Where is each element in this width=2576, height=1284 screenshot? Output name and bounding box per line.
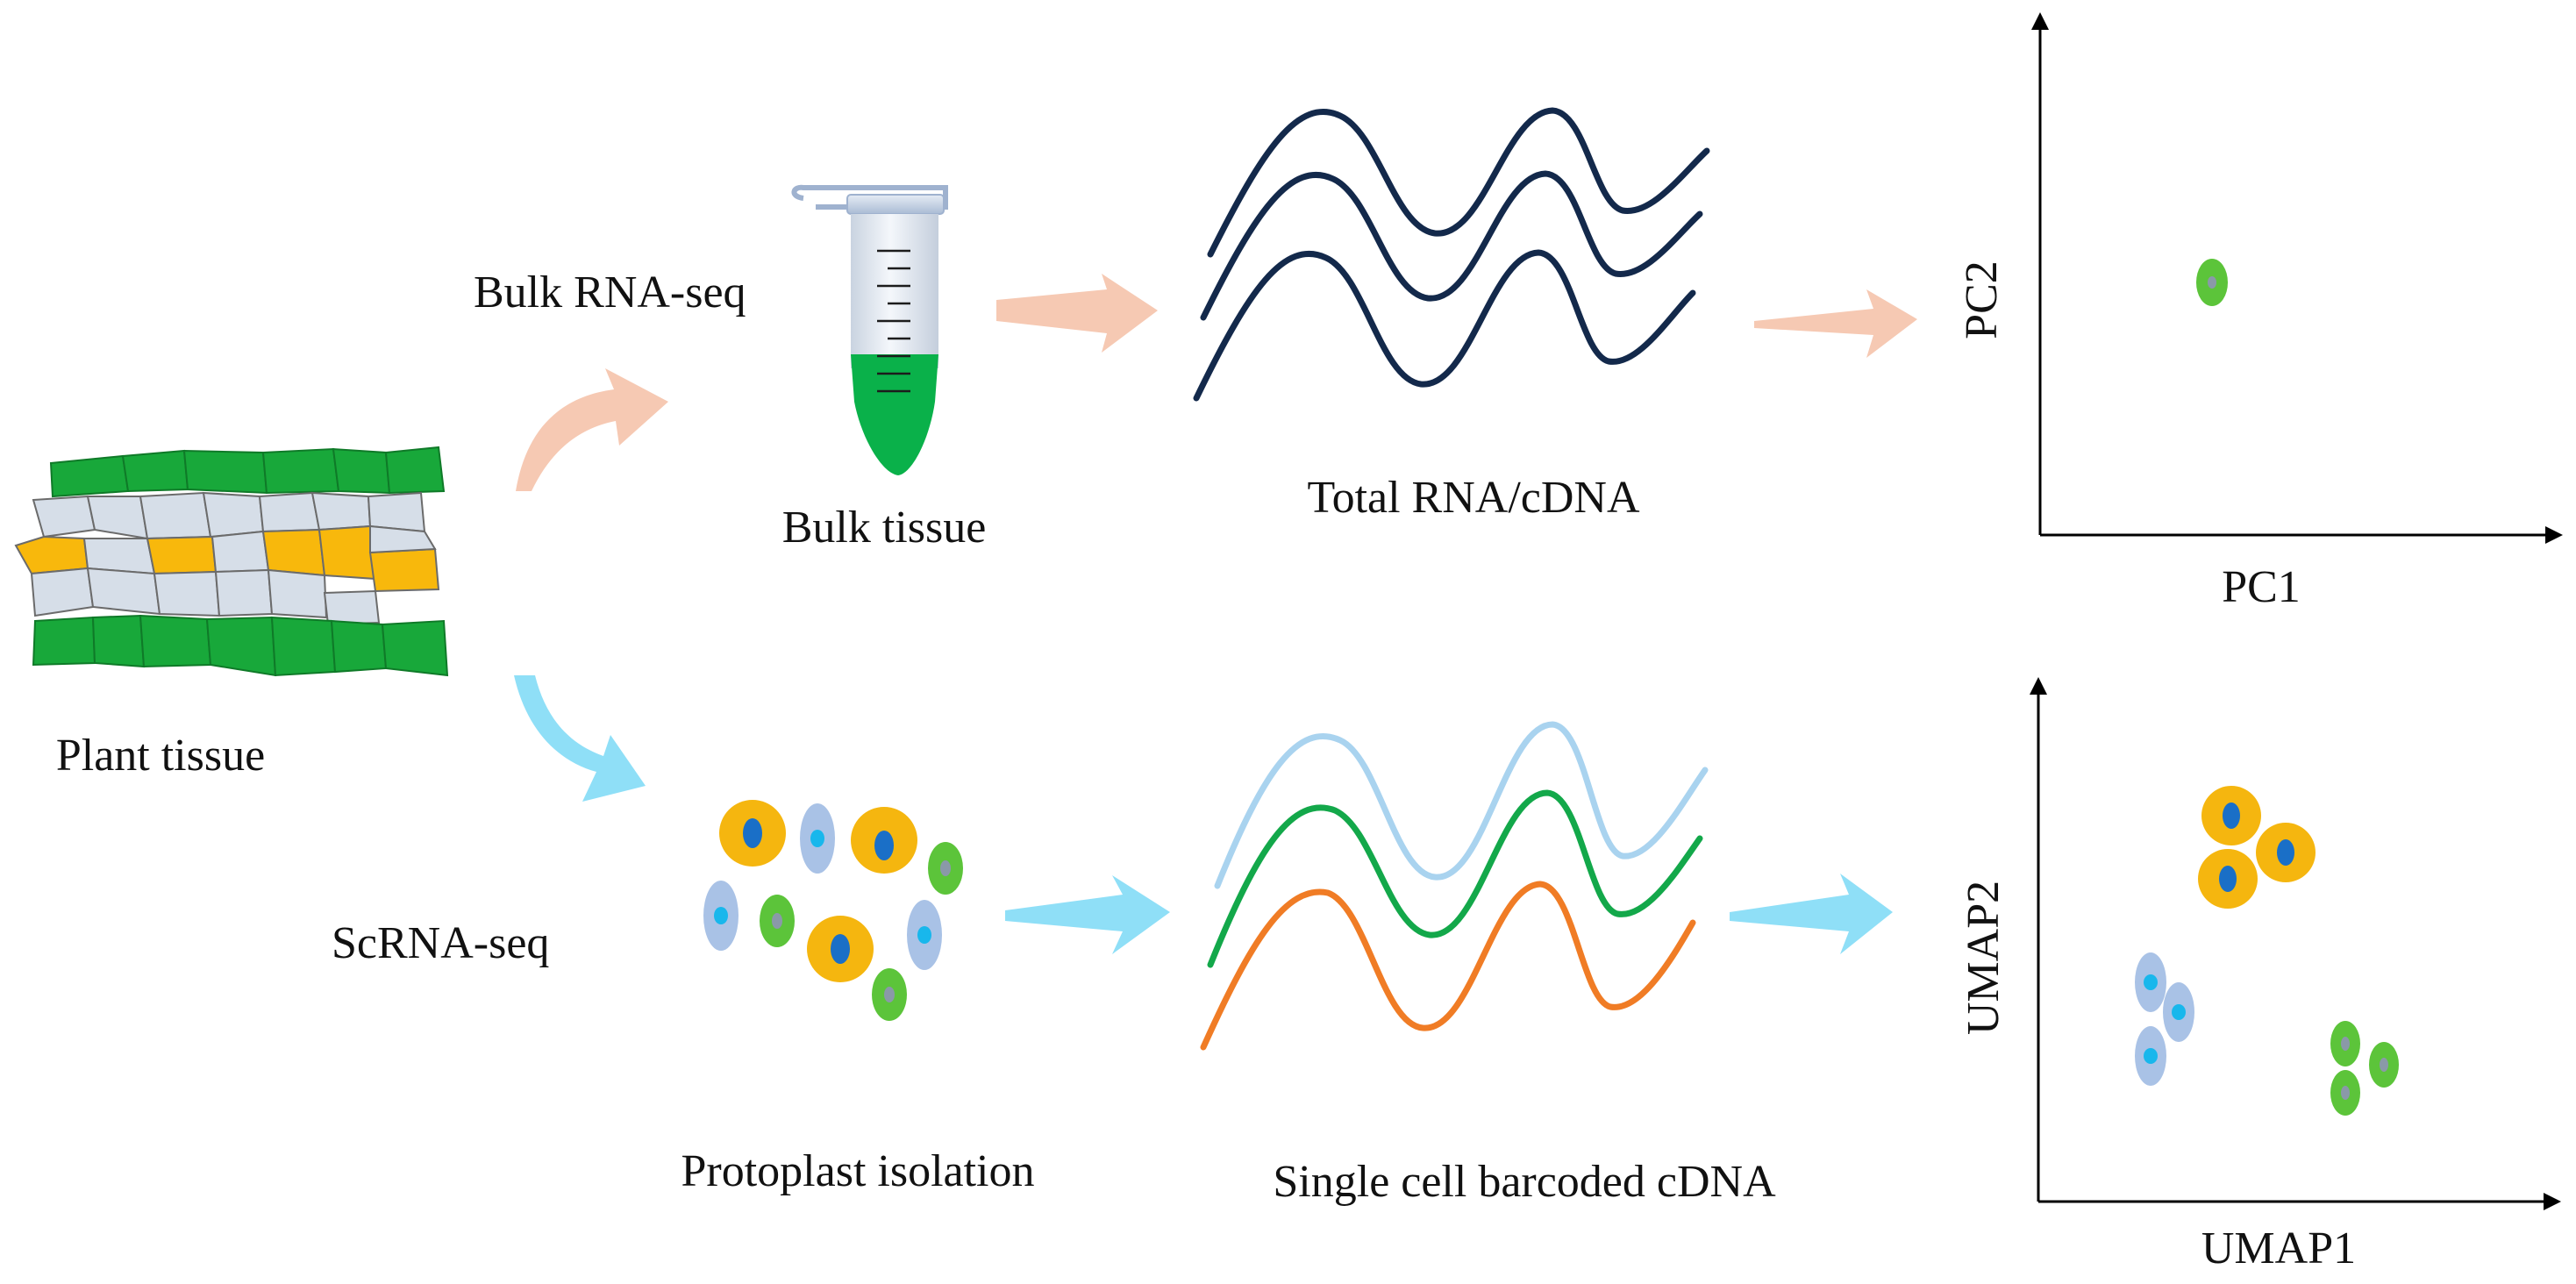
protoplast-blue-cell (907, 900, 942, 970)
pca-x-arrowhead (2545, 526, 2563, 544)
protoplast-yellow-cell (719, 800, 786, 867)
protoplast-isolation-label: Protoplast isolation (681, 1146, 1035, 1196)
pca-plot (2031, 12, 2563, 544)
pca-x-label: PC1 (2222, 562, 2301, 612)
protoplast-blue-cell (703, 881, 739, 951)
sc-arrow-1 (1005, 875, 1170, 954)
protoplast-blue-cell (800, 803, 835, 874)
mesophyll-layer (14, 491, 440, 626)
umap-x-label: UMAP1 (2201, 1223, 2356, 1273)
protoplast-green-cell (872, 968, 907, 1021)
umap-cluster-blue (2135, 952, 2194, 1086)
pca-point (2196, 259, 2228, 306)
sc-branch-arrow (514, 675, 646, 802)
umap-cluster-yellow (2198, 786, 2316, 909)
bulk-rna-seq-label: Bulk RNA-seq (474, 268, 746, 317)
umap-x-arrowhead (2544, 1193, 2561, 1210)
umap-cluster-green (2330, 1021, 2399, 1116)
plant-tissue-label: Plant tissue (56, 731, 265, 781)
microcentrifuge-tube-icon (791, 184, 948, 475)
total-rna-waves (1193, 107, 1710, 402)
protoplast-cells (703, 800, 963, 1021)
bulk-arrow-2 (1754, 289, 1917, 358)
pca-y-label: PC2 (1957, 260, 2007, 339)
total-rna-label: Total RNA/cDNA (1307, 473, 1640, 523)
umap-y-arrowhead (2030, 677, 2047, 695)
protoplast-yellow-cell (851, 807, 917, 874)
umap-y-label: UMAP2 (1959, 881, 2009, 1035)
bulk-arrow-1 (996, 274, 1158, 353)
pca-y-arrowhead (2031, 12, 2049, 30)
umap-plot (2030, 677, 2561, 1210)
sc-arrow-2 (1730, 874, 1893, 954)
protoplast-yellow-cell (807, 916, 874, 982)
single-cell-cdna-label: Single cell barcoded cDNA (1273, 1157, 1776, 1207)
bulk-branch-arrow (516, 368, 668, 491)
graduation-marks (877, 249, 910, 393)
upper-epidermis (49, 446, 446, 498)
scrna-seq-label: ScRNA-seq (332, 918, 549, 968)
bulk-tissue-label: Bulk tissue (782, 503, 987, 553)
plant-tissue-illustration (14, 446, 449, 677)
single-cell-waves (1200, 721, 1709, 1051)
protoplast-green-cell (760, 895, 795, 947)
lower-epidermis (32, 614, 449, 677)
protoplast-green-cell (928, 842, 963, 895)
